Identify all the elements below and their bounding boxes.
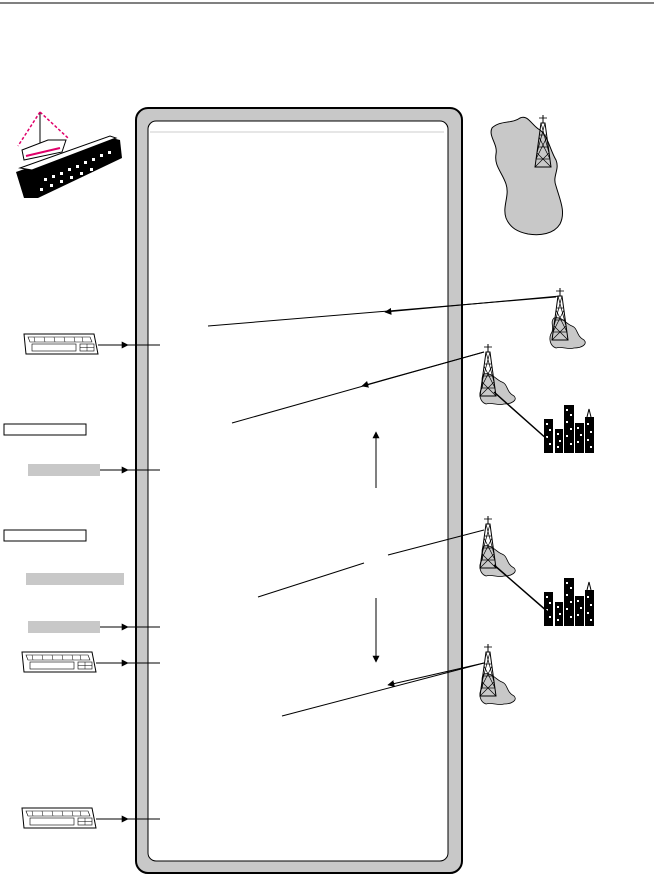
- signal-line: [257, 529, 485, 598]
- signal-line: [207, 295, 561, 327]
- signal-line: [281, 662, 485, 717]
- city-buildings-icon: [543, 404, 595, 454]
- tower-city-link: [493, 391, 549, 441]
- label-bar-grey: [26, 573, 124, 585]
- tower-city-link: [493, 564, 549, 613]
- city-buildings-icon: [543, 577, 595, 627]
- label-bar-grey: [28, 621, 100, 633]
- signal-line: [231, 351, 485, 424]
- radio-tower-icon: [479, 643, 516, 705]
- cruise-ship-icon: [16, 111, 122, 198]
- central-panel: [135, 107, 463, 874]
- keyboard-icon: [23, 333, 99, 355]
- keyboard-icon: [21, 651, 97, 673]
- country-map-with-tower-icon: [490, 114, 563, 236]
- label-box-outlined: [3, 529, 87, 542]
- label-box-outlined: [3, 423, 87, 436]
- label-bar-grey: [28, 464, 100, 476]
- keyboard-icon: [21, 807, 97, 829]
